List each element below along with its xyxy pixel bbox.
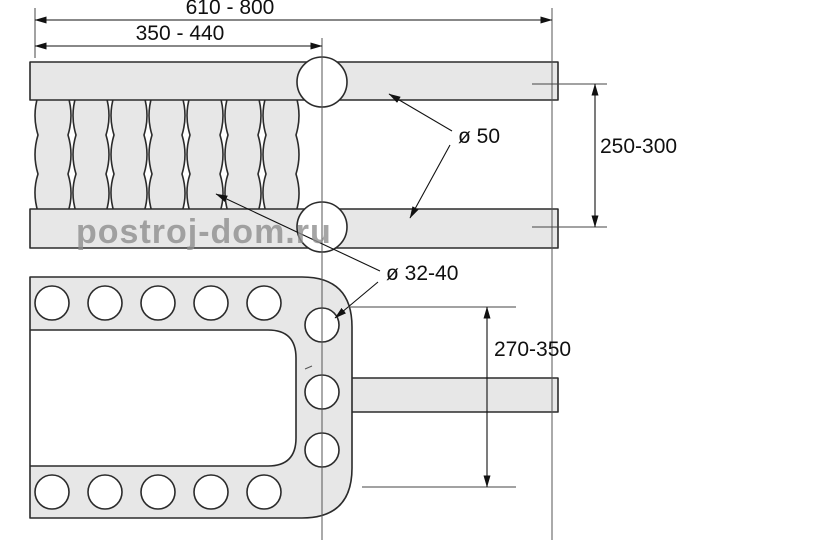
- tick-mark: [304, 365, 313, 370]
- rung-hole: [246, 474, 282, 510]
- dim-rail-spacing: 250-300: [532, 83, 677, 228]
- rung: [72, 95, 110, 213]
- rung-holes: [34, 285, 340, 510]
- rung: [148, 95, 186, 213]
- dimension-label: 610 - 800: [186, 0, 275, 19]
- rung-hole: [193, 474, 229, 510]
- dim-overall-width: 610 - 800: [34, 0, 553, 58]
- leader-line: [215, 193, 381, 272]
- watermark: postroj-dom.ru: [76, 213, 332, 251]
- diameter-label: ø 32-40: [386, 262, 458, 285]
- dim-hole-spacing: 270-350: [348, 306, 571, 488]
- rung-hole: [193, 285, 229, 321]
- label-rail-diameter: ø 50: [388, 93, 500, 219]
- rail-bottom: [29, 208, 559, 249]
- rung-hole: [87, 285, 123, 321]
- label-rung-diameter: ø 32-40: [215, 193, 458, 319]
- dimension-label: 350 - 440: [136, 22, 225, 45]
- rung-hole: [140, 285, 176, 321]
- leader-line: [334, 281, 379, 319]
- rung: [34, 95, 72, 213]
- leader-line: [409, 144, 451, 219]
- rail-top: [29, 61, 559, 101]
- dimension-label: 250-300: [600, 135, 677, 158]
- rung-hole: [140, 474, 176, 510]
- dimension-label: 270-350: [494, 338, 571, 361]
- rung-hole: [34, 285, 70, 321]
- rung-hole: [246, 285, 282, 321]
- side-rail-stub: [337, 377, 559, 413]
- rung-hole: [34, 474, 70, 510]
- rung: [110, 95, 148, 213]
- rungs: [34, 95, 300, 213]
- frame-side-view: [29, 276, 353, 519]
- rung-hole: [87, 474, 123, 510]
- rung: [262, 95, 300, 213]
- dim-rung-span: 350 - 440: [34, 22, 323, 50]
- leader-line: [388, 93, 453, 132]
- diameter-label: ø 50: [458, 125, 500, 148]
- rung: [224, 95, 262, 213]
